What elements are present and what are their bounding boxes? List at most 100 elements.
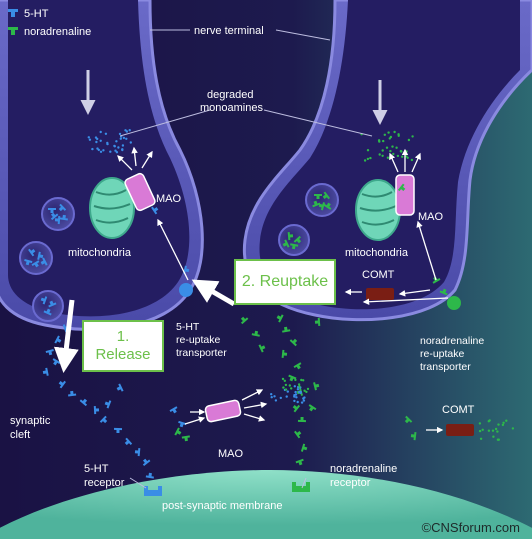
noradrenaline-molecule	[282, 326, 291, 333]
degraded-dot	[302, 399, 306, 402]
serotonin-molecule	[43, 308, 52, 316]
degraded-dot	[366, 157, 370, 161]
noradrenaline-molecule	[308, 404, 317, 412]
leader-lines	[119, 29, 373, 489]
degraded-dot	[128, 129, 131, 132]
serotonin-molecule	[58, 203, 67, 212]
synaptic-cleft-label-2: cleft	[10, 429, 30, 441]
degraded-dot	[296, 388, 300, 391]
mao-enzyme-right	[395, 174, 415, 216]
degraded-dot	[496, 430, 499, 433]
serotonin-molecule	[134, 448, 141, 457]
noradrenaline-molecule	[276, 314, 284, 323]
noradrenaline-molecule	[314, 194, 322, 199]
na-transporter-label-3: transporter	[420, 361, 471, 373]
degraded-dot	[497, 438, 500, 441]
noradrenaline-molecule	[290, 243, 299, 250]
degraded-dot	[378, 153, 381, 156]
serotonin-molecule	[93, 406, 100, 415]
serotonin-molecule	[45, 349, 54, 356]
degraded-dot	[270, 393, 273, 396]
na-receptor-label-2: receptor	[330, 477, 371, 489]
degraded-dot	[129, 141, 132, 144]
serotonin-molecule	[183, 265, 190, 274]
mitochondria-label-right: mitochondria	[345, 247, 409, 259]
degraded-dot	[487, 429, 491, 432]
serotonin-molecule	[151, 206, 159, 215]
serotonin-molecule	[50, 212, 59, 221]
serotonin-molecule	[68, 390, 77, 397]
degraded-dot	[91, 147, 94, 151]
degraded-dot	[296, 400, 299, 404]
noradrenaline-molecule	[410, 432, 417, 441]
degraded-dot	[122, 136, 126, 140]
degraded-dot	[302, 397, 305, 400]
degraded-dot	[385, 146, 389, 149]
degraded-dot	[297, 383, 301, 386]
degraded-dot	[96, 137, 99, 141]
degraded-dot	[410, 158, 414, 162]
degraded-dot	[377, 139, 381, 142]
serotonin-molecule	[48, 208, 56, 213]
degraded-dot	[104, 132, 108, 135]
degraded-dot	[282, 386, 285, 389]
nerve-terminal-label: nerve terminal	[194, 25, 264, 37]
serotonin-molecule	[40, 257, 48, 266]
serotonin-molecule	[48, 300, 57, 308]
comt-enzyme-presynaptic	[366, 288, 394, 300]
degraded-dot	[273, 395, 276, 398]
degraded-dot	[479, 437, 483, 440]
degraded-dot	[293, 399, 296, 403]
noradrenaline-molecule	[295, 458, 304, 466]
step-reuptake-text: 2. Reuptake	[241, 273, 329, 290]
serotonin-molecule	[142, 458, 151, 467]
degraded-dot	[381, 154, 384, 157]
degraded-dot	[406, 156, 409, 159]
vesicles-left	[19, 197, 75, 322]
degraded-dot	[114, 149, 117, 152]
degraded-dot	[505, 419, 508, 422]
degraded-dot	[396, 154, 400, 158]
degraded-dot	[125, 137, 128, 140]
degraded-dot	[87, 136, 91, 139]
serotonin-molecule	[99, 415, 108, 424]
noradrenaline-molecule	[293, 235, 302, 244]
serotonin-reuptake-transporter	[179, 283, 193, 297]
noradrenaline-receptor	[292, 482, 310, 492]
degraded-dot	[293, 394, 296, 397]
degraded-dot	[502, 421, 505, 424]
noradrenaline-molecule	[292, 404, 301, 413]
noradrenaline-molecule	[282, 239, 290, 248]
degraded-dot	[288, 384, 291, 387]
noradrenaline-molecule	[313, 382, 320, 391]
degraded-dot	[299, 391, 302, 395]
step-release-number: 1.	[116, 328, 130, 345]
degraded-dot	[102, 149, 105, 152]
degraded-dot	[393, 130, 396, 134]
noradrenaline-molecules	[174, 183, 448, 466]
step-release-text: Release	[95, 346, 151, 363]
degraded-dot	[284, 388, 288, 391]
degraded-dot	[392, 152, 395, 156]
legend-serotonin-label: 5-HT	[24, 8, 49, 20]
degraded-dot	[481, 428, 484, 431]
degraded-dot	[99, 130, 102, 134]
ht-receptor-label-2: receptor	[84, 477, 125, 489]
degraded-dot	[298, 385, 301, 388]
serotonin-molecule	[79, 398, 88, 407]
na-transporter-label-2: re-uptake	[420, 348, 465, 360]
degraded-dot	[119, 137, 123, 140]
legend-noradrenaline-label: noradrenaline	[24, 26, 91, 38]
serotonin-molecule	[54, 216, 61, 225]
noradrenaline-molecule	[297, 416, 306, 423]
serotonin-molecule	[58, 380, 66, 389]
degraded-dot	[411, 135, 414, 138]
degraded-label-1: degraded	[207, 89, 254, 101]
degraded-dot	[407, 138, 411, 142]
mao-enzyme-left	[124, 172, 156, 212]
degraded-dot	[491, 429, 495, 432]
reuptake-arrow	[191, 279, 236, 307]
degraded-dot	[395, 146, 398, 149]
serotonin-molecule	[104, 400, 112, 409]
serotonin-molecule	[37, 251, 44, 260]
